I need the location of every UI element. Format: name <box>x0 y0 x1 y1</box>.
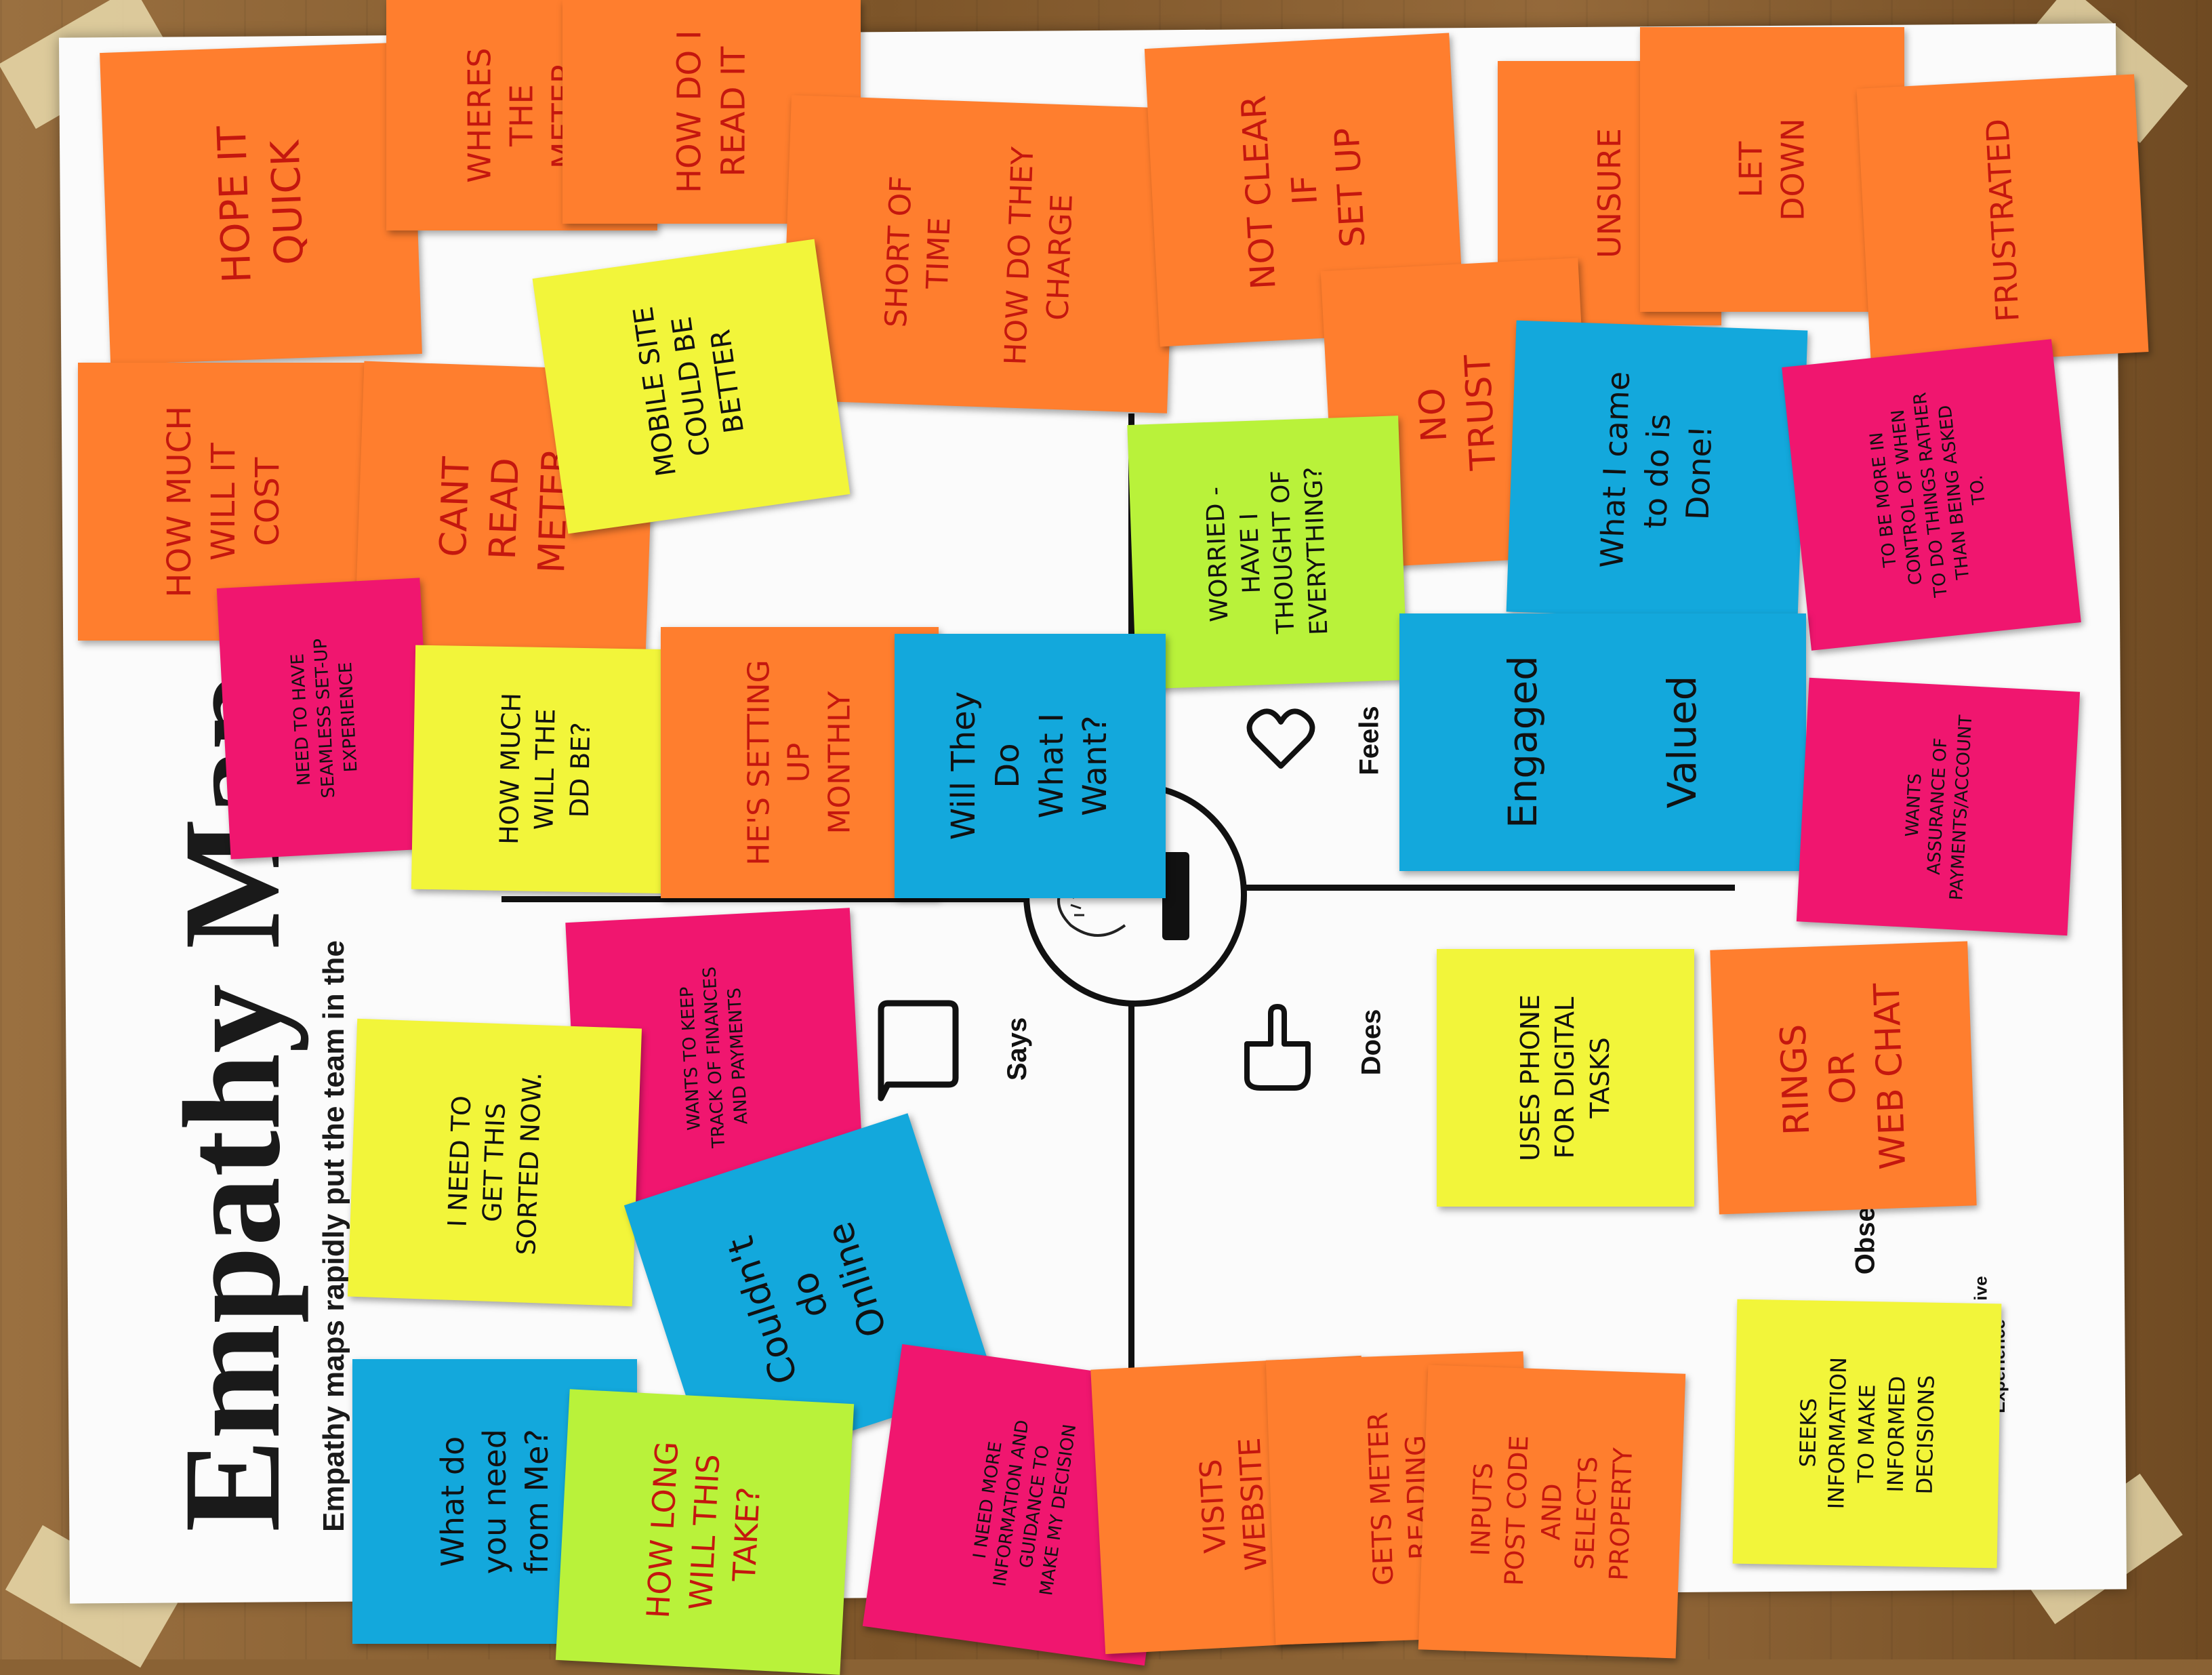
sticky-note: HOW MUCH WILL THE DD BE? <box>411 645 680 894</box>
sticky-note-text: HOW MUCH WILL IT COST <box>160 405 287 598</box>
sticky-note: Will They Do What I Want? <box>895 634 1166 898</box>
sticky-note-text: I NEED TO GET THIS SORTED NOW. <box>442 1072 548 1256</box>
speech-bubble-icon <box>878 1000 959 1102</box>
sticky-note-text: WORRIED - HAVE I THOUGHT OF EVERYTHING? <box>1201 466 1333 636</box>
quadrant-label-does: Does <box>1356 1009 1387 1076</box>
sticky-note-text: NOT CLEAR IF SET UP <box>1233 94 1373 291</box>
heart-icon <box>1246 708 1315 769</box>
sticky-note-text: WANTS TO KEEP TRACK OF FINANCES AND PAYM… <box>676 966 752 1149</box>
sticky-note: What I came to do is Done! <box>1506 320 1808 622</box>
sticky-note-text: What I came to do is Done! <box>1593 370 1719 569</box>
quadrant-label-says: Says <box>1002 1017 1033 1081</box>
sticky-note-text: HE'S SETTING UP MONTHLY <box>741 660 857 866</box>
sticky-note: NEED TO HAVE SEAMLESS SET-UP EXPERIENCE <box>216 578 434 860</box>
sticky-note-text: HOW LONG WILL THIS TAKE? <box>640 1440 768 1619</box>
sticky-note-text: HOW MUCH WILL THE DD BE? <box>494 692 596 845</box>
sticky-note-text: NO TRUST <box>1411 353 1504 471</box>
sticky-note: FRUSTRATED <box>1856 74 2149 367</box>
sticky-note-text: NEED TO HAVE SEAMLESS SET-UP EXPERIENCE <box>287 638 362 799</box>
sticky-note: Engaged Valued <box>1399 613 1806 871</box>
sticky-note-text: HOPE IT QUICK <box>208 125 313 284</box>
sticky-note: SEEKS INFORMATION TO MAKE INFORMED DECIS… <box>1732 1299 2002 1569</box>
quadrant-label-feels: Feels <box>1354 706 1385 775</box>
sticky-note: RINGS OR WEB CHAT <box>1710 941 1977 1215</box>
sticky-note-text: UNSURE <box>1591 128 1628 258</box>
persona-marker <box>1162 852 1189 940</box>
vertical-divider-bottom <box>1128 888 1134 1620</box>
sticky-note-text: USES PHONE FOR DIGITAL TASKS <box>1515 994 1615 1161</box>
sticky-note-text: RINGS OR WEB CHAT <box>1773 982 1914 1171</box>
sticky-note-text: Engaged Valued <box>1500 655 1706 829</box>
horizontal-divider-does <box>1193 885 1735 891</box>
sticky-note: USES PHONE FOR DIGITAL TASKS <box>1437 949 1694 1207</box>
sticky-note: WANTS ASSURANCE OF PAYMENTS/ACCOUNT <box>1796 677 2081 936</box>
sticky-note-text: INPUTS POST CODE AND SELECTS PROPERTY <box>1465 1434 1639 1586</box>
sticky-note-text: LET DOWN <box>1732 118 1811 221</box>
sticky-note: MOBILE SITE COULD BE BETTER <box>532 239 851 534</box>
sticky-note-text: HOW DO I READ IT <box>670 30 752 194</box>
sticky-note-text: SEEKS INFORMATION TO MAKE INFORMED DECIS… <box>1795 1356 1940 1510</box>
sticky-note: INPUTS POST CODE AND SELECTS PROPERTY <box>1418 1365 1686 1659</box>
sticky-note: SHORT OF TIME HOW DO THEY CHARGE <box>781 95 1178 413</box>
sticky-note: HE'S SETTING UP MONTHLY <box>661 627 939 898</box>
sticky-note-text: SHORT OF TIME HOW DO THEY CHARGE <box>878 146 1080 366</box>
sticky-note: WORRIED - HAVE I THOUGHT OF EVERYTHING? <box>1127 416 1408 689</box>
sticky-note-text: TO BE MORE IN CONTROL OF WHEN TO DO THIN… <box>1866 391 1990 599</box>
sticky-note-text: MOBILE SITE COULD BE BETTER <box>628 304 750 479</box>
sticky-note-text: WANTS ASSURANCE OF PAYMENTS/ACCOUNT <box>1902 714 1977 902</box>
sticky-note: TO BE MORE IN CONTROL OF WHEN TO DO THIN… <box>1782 339 2081 651</box>
sticky-note: HOPE IT QUICK <box>100 42 422 365</box>
sticky-note: HOW LONG WILL THIS TAKE? <box>555 1389 855 1675</box>
sticky-note-text: Couldn't do Online <box>718 1217 895 1390</box>
pointing-hand-icon <box>1244 1004 1311 1091</box>
sticky-note: I NEED TO GET THIS SORTED NOW. <box>347 1018 642 1307</box>
sticky-note-text: What do you need from Me? <box>434 1428 556 1575</box>
sticky-note-text: I NEED MORE INFORMATION AND GUIDANCE TO … <box>969 1418 1081 1597</box>
sticky-note-text: VISITS WEBSITE <box>1193 1436 1275 1571</box>
horizontal-divider-says <box>501 896 1193 902</box>
sticky-note-text: Will They Do What I Want? <box>945 691 1115 841</box>
sticky-note-text: FRUSTRATED <box>1979 117 2026 323</box>
fragment-ive: ive <box>1970 1276 1991 1301</box>
